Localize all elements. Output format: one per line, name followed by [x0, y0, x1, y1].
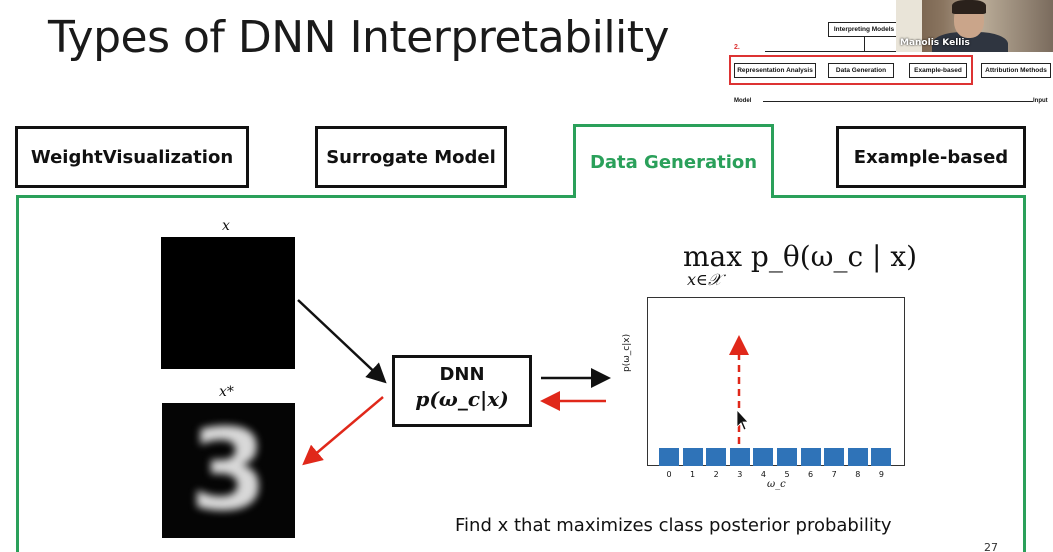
- dnn-title: DNN: [439, 364, 485, 385]
- chart-bar-8: [847, 448, 868, 466]
- arrow-dnn-to-output: [302, 396, 384, 466]
- roadmap-axis-left: Model: [734, 98, 752, 104]
- chart-tick-label-6: 6: [808, 470, 814, 479]
- tab-surrogate-model[interactable]: Surrogate Model: [315, 126, 507, 188]
- chart-bar-7: [824, 448, 845, 466]
- chart-bar-4: [753, 448, 774, 466]
- video-background-window: [896, 0, 922, 52]
- speaker-body: [932, 32, 1008, 52]
- chart-tick-label-1: 1: [690, 470, 696, 479]
- chart-bar-5: [777, 448, 797, 466]
- roadmap-box-representation: Representation Analysis: [734, 63, 816, 78]
- posterior-chart-frame: [647, 297, 905, 466]
- roadmap-box-data-generation: Data Generation: [828, 63, 894, 78]
- roadmap-connector: [864, 37, 865, 51]
- chart-bar-3: [729, 448, 750, 466]
- roadmap-minimap: Interpreting Models 2. Representation An…: [725, 0, 1053, 110]
- speaker-video-thumbnail[interactable]: Manolis Kellis: [896, 0, 1053, 52]
- generated-digit-image: 3: [162, 403, 295, 538]
- chart-tick-label-9: 9: [878, 470, 884, 479]
- objective-main: max p_θ(ω_c | x): [683, 240, 918, 273]
- slide-caption: Find x that maximizes class posterior pr…: [455, 515, 892, 536]
- chart-tick-label-4: 4: [760, 470, 766, 479]
- objective-subscript: x∈𝒳: [687, 270, 722, 289]
- chart-bar-1: [682, 448, 703, 466]
- dnn-box: DNN p(ω_c|x): [392, 355, 532, 427]
- chart-bar-6: [800, 448, 821, 466]
- roadmap-axis-right: Input: [1033, 98, 1048, 104]
- roadmap-axis-line: [763, 101, 1033, 102]
- chart-tick-label-3: 3: [737, 470, 743, 479]
- chart-tick-label-2: 2: [713, 470, 719, 479]
- chart-bar-9: [871, 448, 892, 466]
- input-image: [161, 237, 295, 369]
- arrow-input-to-dnn: [297, 299, 387, 384]
- input-image-label: x: [222, 218, 230, 234]
- chart-tick-label-0: 0: [666, 470, 672, 479]
- generated-digit: 3: [189, 405, 268, 536]
- page-number: 27: [984, 541, 998, 552]
- chart-tick-label-5: 5: [784, 470, 790, 479]
- content-panel: [16, 195, 1026, 552]
- roadmap-highlight-box: [729, 55, 973, 85]
- chart-tick-label-7: 7: [831, 470, 837, 479]
- chart-xlabel: ω_c: [767, 479, 786, 490]
- roadmap-box-example-based: Example-based: [909, 63, 967, 78]
- tab-weight-visualization[interactable]: WeightVisualization: [15, 126, 249, 188]
- output-image-label: x*: [219, 384, 234, 400]
- objective-formula: max p_θ(ω_c | x) x∈𝒳: [683, 240, 918, 289]
- chart-bar-0: [659, 448, 679, 466]
- roadmap-box-attribution: Attribution Methods: [981, 63, 1051, 78]
- roadmap-marker: 2.: [734, 44, 740, 51]
- mouse-cursor-icon: [736, 408, 749, 431]
- chart-tick-label-8: 8: [855, 470, 861, 479]
- tab-example-based[interactable]: Example-based: [836, 126, 1026, 188]
- slide-title: Types of DNN Interpretability: [48, 12, 670, 63]
- roadmap-connector: [765, 51, 995, 52]
- speaker-hair: [952, 0, 986, 14]
- chart-bar-2: [706, 448, 727, 466]
- speaker-name-tag: Manolis Kellis: [900, 38, 970, 48]
- tab-data-generation[interactable]: Data Generation: [573, 124, 774, 198]
- dnn-formula: p(ω_c|x): [415, 387, 509, 411]
